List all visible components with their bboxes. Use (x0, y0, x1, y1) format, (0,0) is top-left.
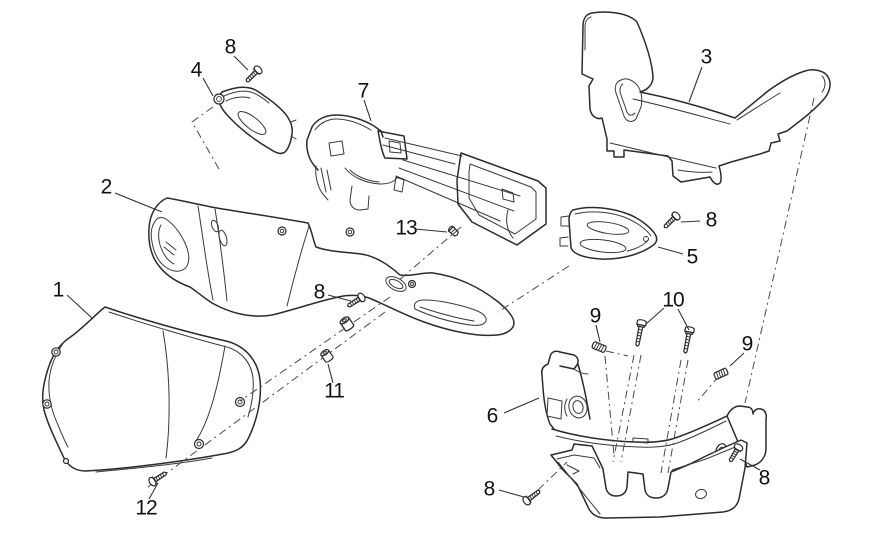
part-front-handlebar-cover (148, 197, 515, 337)
callout-label-12: 12 (135, 496, 157, 520)
callout-label-8d: 8 (483, 477, 496, 501)
callout-leader-lines (66, 55, 761, 500)
screw-12 (146, 468, 170, 488)
callout-label-5: 5 (686, 245, 699, 269)
callout-label-11: 11 (324, 379, 345, 403)
part-instrument-bracket (306, 114, 547, 246)
part-windshield (41, 306, 262, 473)
screw-13 (446, 224, 461, 238)
callout-label-8b: 8 (705, 208, 718, 232)
callout-label-2: 2 (100, 175, 113, 199)
callout-label-10: 10 (662, 288, 684, 312)
callout-label-9b: 9 (741, 332, 754, 356)
part-cover-left (213, 86, 297, 155)
part-cover-right (559, 206, 658, 260)
nut-11 (319, 347, 335, 364)
part-rear-handlebar-cover (581, 11, 831, 185)
grub-screw-9-right (712, 367, 730, 381)
bolt-10-right (679, 325, 696, 355)
screw-8-near-part5 (660, 209, 683, 232)
part-lower-handlebar-cover (541, 350, 767, 519)
callout-label-6: 6 (486, 404, 499, 428)
alignment-axes (147, 97, 815, 491)
callout-label-1: 1 (52, 278, 65, 302)
bolt-10-left (631, 318, 648, 348)
callout-label-8c: 8 (313, 280, 326, 304)
callout-label-13: 13 (395, 216, 417, 240)
callout-label-7: 7 (357, 79, 370, 103)
callout-label-8e: 8 (758, 466, 771, 490)
callout-label-9a: 9 (589, 304, 602, 328)
grub-screw-9-left (590, 340, 608, 354)
boss-spacer (338, 314, 356, 333)
callout-label-4: 4 (190, 58, 203, 82)
callout-label-3: 3 (700, 45, 713, 69)
screw-8-bottom-left (520, 486, 544, 507)
callout-label-8a: 8 (224, 35, 237, 59)
